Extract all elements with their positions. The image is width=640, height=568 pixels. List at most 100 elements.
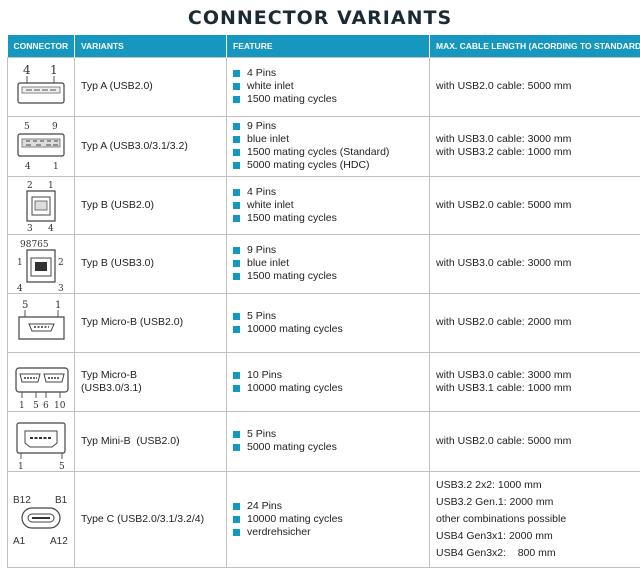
length-text: USB3.2 2x2: 1000 mm — [436, 478, 542, 491]
micro-b-usb3-connector-icon: 1 5 6 10 — [15, 366, 69, 410]
feature-item: white inlet — [233, 199, 423, 212]
connector-variants-table: CONNECTOR VARIANTS FEATURE MAX. CABLE LE… — [7, 35, 640, 568]
square-bullet-icon — [233, 325, 240, 333]
pin-label: 1 — [18, 462, 24, 469]
square-bullet-icon — [233, 247, 240, 254]
connector-image-cell: 1 5 6 10 — [7, 351, 75, 412]
feature-item: 1500 mating cycles (Standard) — [233, 146, 423, 159]
length-text: with USB3.0 cable: 3000 mm — [436, 368, 572, 381]
feature-text: white inlet — [247, 198, 294, 211]
header-connector: CONNECTOR — [7, 35, 75, 57]
square-bullet-icon — [233, 201, 240, 209]
feature-item: 5000 mating cycles — [233, 441, 423, 454]
feature-text: 24 Pins — [247, 499, 283, 512]
feature-text: 10000 mating cycles — [247, 512, 343, 525]
usb-a-usb2-connector-icon: 4 1 — [17, 63, 65, 104]
table-header-row: CONNECTOR VARIANTS FEATURE MAX. CABLE LE… — [7, 35, 640, 57]
table-row: 2 1 3 4 Typ B (USB2.0) 4 Pins white inle… — [7, 175, 640, 235]
variant-cell: Typ Micro-B (USB2.0) — [74, 292, 227, 353]
length-text: with USB3.0 cable: 3000 mm — [436, 133, 572, 145]
square-bullet-icon — [233, 96, 240, 103]
feature-item: 24 Pins — [233, 500, 423, 513]
length-text: with USB2.0 cable: 5000 mm — [436, 434, 572, 447]
feature-cell: 10 Pins 10000 mating cycles — [226, 351, 430, 412]
feature-item: 5 Pins — [233, 428, 423, 441]
pin-label: A1 — [13, 536, 26, 547]
square-bullet-icon — [233, 528, 240, 536]
variant-label: Typ Micro-B — [81, 368, 138, 381]
table-row: 1 5 6 10 Typ Micro-B (USB3.0/3.1) 10 Pin… — [7, 351, 640, 412]
pin-label: 2 — [58, 258, 64, 268]
square-bullet-icon — [233, 70, 240, 77]
length-text: with USB3.2 cable: 1000 mm — [436, 146, 572, 158]
feature-item: 9 Pins — [233, 120, 423, 133]
feature-cell: 24 Pins 10000 mating cycles verdrehsiche… — [226, 470, 430, 568]
pin-label: 1 — [50, 63, 58, 77]
variant-label: (USB3.0/3.1) — [81, 381, 142, 394]
square-bullet-icon — [233, 312, 240, 320]
pin-label: 5 — [33, 401, 39, 410]
table-row: 5 1 Typ Micro-B (USB2.0) 5 Pins 10000 ma… — [7, 292, 640, 353]
pin-label: B12 — [13, 495, 31, 506]
table-row: 98765 1 2 4 3 Typ B (USB3.0) 9 Pins blue… — [7, 233, 640, 294]
connector-image-cell: 1 5 — [7, 410, 75, 472]
feature-text: 1500 mating cycles — [247, 93, 337, 105]
variant-cell: Typ B (USB3.0) — [74, 233, 227, 294]
pin-label: 5 — [59, 462, 65, 469]
variant-cell: Typ A (USB3.0/3.1/3.2) — [74, 115, 227, 177]
pin-label: 4 — [48, 224, 54, 233]
length-text: other combinations possible — [436, 512, 567, 525]
feature-cell: 5 Pins 5000 mating cycles — [226, 410, 430, 472]
square-bullet-icon — [233, 502, 240, 510]
variant-label: Typ Mini-B (USB2.0) — [81, 434, 180, 447]
feature-item: white inlet — [233, 80, 423, 93]
feature-item: 4 Pins — [233, 186, 423, 199]
connector-image-cell: 2 1 3 4 — [7, 175, 75, 235]
feature-text: 1500 mating cycles — [247, 270, 337, 282]
pin-label: 9 — [52, 122, 58, 132]
feature-text: white inlet — [247, 80, 294, 92]
length-text: USB4 Gen3x1: 2000 mm — [436, 529, 553, 542]
usb-a-usb3-connector-icon: 5 9 4 1 — [17, 122, 65, 172]
feature-text: 1500 mating cycles (Standard) — [247, 146, 390, 158]
feature-item: 1500 mating cycles — [233, 270, 423, 283]
variant-label: Typ B (USB2.0) — [81, 198, 154, 211]
pin-label: 1 — [19, 401, 25, 410]
feature-item: 9 Pins — [233, 244, 423, 257]
length-text: with USB2.0 cable: 5000 mm — [436, 80, 572, 92]
square-bullet-icon — [233, 136, 240, 143]
header-variants: VARIANTS — [74, 35, 227, 57]
square-bullet-icon — [233, 515, 240, 523]
length-cell: with USB2.0 cable: 5000 mm — [429, 175, 640, 235]
micro-b-usb2-connector-icon: 5 1 — [18, 300, 65, 340]
pin-label: 5 — [24, 122, 30, 132]
feature-text: 9 Pins — [247, 244, 277, 256]
connector-image-cell: 98765 1 2 4 3 — [7, 233, 75, 294]
pin-label: 4 — [25, 162, 31, 172]
pin-label: 4 — [23, 63, 31, 77]
variant-cell: Typ B (USB2.0) — [74, 175, 227, 235]
table-row: B12 B1 A1 A12 Type C (USB2.0/3.1/3.2/4) … — [7, 470, 640, 568]
usb-c-connector-icon: B12 B1 A1 A12 — [13, 495, 68, 547]
square-bullet-icon — [233, 162, 240, 169]
feature-text: 4 Pins — [247, 185, 277, 198]
header-feature: FEATURE — [226, 35, 430, 57]
variant-label: Typ B (USB3.0) — [81, 257, 154, 269]
length-cell: USB3.2 2x2: 1000 mm USB3.2 Gen.1: 2000 m… — [429, 470, 640, 568]
pin-label: 3 — [27, 224, 33, 233]
feature-item: blue inlet — [233, 257, 423, 270]
length-text: with USB2.0 cable: 5000 mm — [436, 198, 572, 211]
feature-cell: 9 Pins blue inlet 1500 mating cycles (St… — [226, 115, 430, 177]
feature-item: 1500 mating cycles — [233, 93, 423, 106]
usb-b-usb3-connector-icon: 98765 1 2 4 3 — [17, 240, 64, 292]
feature-item: verdrehsicher — [233, 526, 423, 539]
pin-label: B1 — [55, 495, 68, 506]
feature-text: 9 Pins — [247, 120, 277, 132]
feature-text: blue inlet — [247, 257, 290, 269]
feature-text: 10000 mating cycles — [247, 381, 343, 394]
feature-text: 5 Pins — [247, 309, 277, 322]
length-cell: with USB3.0 cable: 3000 mm with USB3.1 c… — [429, 351, 640, 412]
table-row: 5 9 4 1 Typ A (USB3.0/3.1/3.2) 9 Pins — [7, 115, 640, 177]
feature-item: 5000 mating cycles (HDC) — [233, 159, 423, 172]
table-row: 1 5 Typ Mini-B (USB2.0) 5 Pins 5000 mati… — [7, 410, 640, 472]
